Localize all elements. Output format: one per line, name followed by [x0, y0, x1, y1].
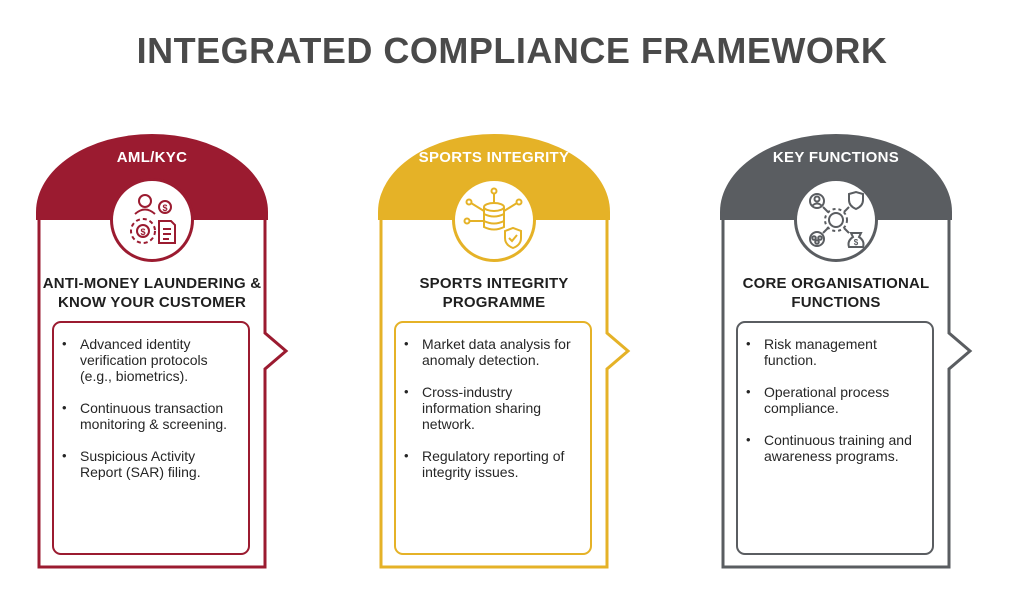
- pillar-tab-label: KEY FUNCTIONS: [772, 149, 900, 166]
- list-item: Suspicious Activity Report (SAR) filing.: [62, 448, 240, 480]
- pillar-list: Risk management function. Operational pr…: [738, 323, 932, 464]
- pillar-tab-label: SPORTS INTEGRITY: [418, 149, 570, 166]
- pillar-outline: [721, 220, 973, 569]
- pillar-outline: [379, 220, 631, 569]
- pillar-list-box: Risk management function. Operational pr…: [736, 321, 934, 555]
- pillar-key-functions: KEY FUNCTIONS $ CORE ORGANISATIONAL FUNC…: [720, 134, 973, 570]
- page-title: INTEGRATED COMPLIANCE FRAMEWORK: [136, 30, 888, 71]
- pillar-heading: SPORTS INTEGRITY PROGRAMME: [419, 275, 569, 311]
- list-item: Advanced identity verification protocols…: [62, 336, 240, 384]
- pillar-tab-label: AML/KYC: [116, 149, 188, 166]
- pillar-shape: [720, 134, 973, 569]
- svg-text:$: $: [854, 238, 859, 247]
- list-item: Operational process compliance.: [746, 384, 924, 416]
- pillar-list: Advanced identity verification protocols…: [54, 323, 248, 480]
- pillar-sports-integrity: SPORTS INTEGRITY SPORTS INTEGRITY PROGRA…: [378, 134, 631, 570]
- pillar-tab: [720, 134, 952, 220]
- list-item: Regulatory reporting of integrity issues…: [404, 448, 582, 480]
- organisation-gear-icon: $: [809, 190, 865, 248]
- pillar-tab: [378, 134, 610, 220]
- data-network-shield-icon: [463, 187, 523, 250]
- pillar-list-box: Market data analysis for anomaly detecti…: [394, 321, 592, 555]
- list-item: Risk management function.: [746, 336, 924, 368]
- list-item: Market data analysis for anomaly detecti…: [404, 336, 582, 368]
- pillar-heading: ANTI-MONEY LAUNDERING & KNOW YOUR CUSTOM…: [42, 275, 262, 311]
- list-item: Continuous transaction monitoring & scre…: [62, 400, 240, 432]
- list-item: Cross-industry information sharing netwo…: [404, 384, 582, 432]
- pillar-icon-circle: $: [794, 178, 878, 262]
- pillar-icon-circle: [452, 178, 536, 262]
- pillar-outline: [37, 220, 289, 569]
- pillar-heading: CORE ORGANISATIONAL FUNCTIONS: [742, 275, 930, 311]
- pillar-list-box: Advanced identity verification protocols…: [52, 321, 250, 555]
- svg-text:$: $: [162, 203, 167, 213]
- pillar-aml-kyc: AML/KYC $ $ ANTI-MONEY LAUNDERING & KNOW…: [36, 134, 289, 570]
- pillar-list: Market data analysis for anomaly detecti…: [396, 323, 590, 480]
- svg-text:$: $: [140, 227, 145, 237]
- pillar-shape: [36, 134, 289, 569]
- pillar-shape: [378, 134, 631, 569]
- pillar-icon-circle: $ $: [110, 178, 194, 262]
- pillar-tab: [36, 134, 268, 220]
- identity-finance-icon: $ $: [130, 194, 176, 244]
- list-item: Continuous training and awareness progra…: [746, 432, 924, 464]
